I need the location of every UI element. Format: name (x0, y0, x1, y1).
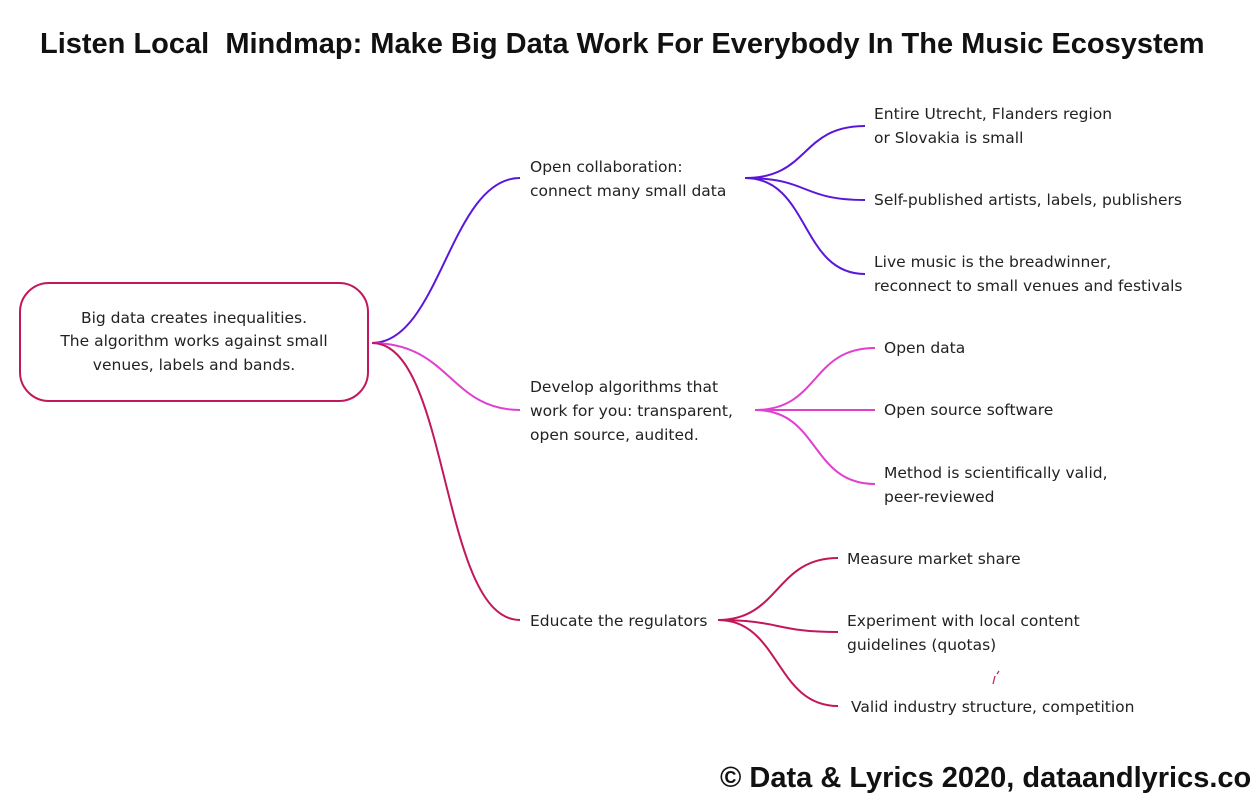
leaf-node-3-3: Valid industry structure, competition (851, 698, 1135, 716)
branch-node-3: Educate the regulators (530, 612, 708, 630)
branch-node-2: Develop algorithms that work for you: tr… (530, 378, 733, 444)
mindmap-title: Listen Local Mindmap: Make Big Data Work… (40, 28, 1205, 60)
root-node-text: Big data creates inequalities. The algor… (60, 308, 328, 374)
branch-node-1: Open collaboration: connect many small d… (530, 158, 727, 200)
root-node: Big data creates inequalities. The algor… (19, 282, 369, 402)
leaf-node-1-2: Self-published artists, labels, publishe… (874, 191, 1182, 209)
connector-branch-3-child-3 (717, 619, 839, 707)
connector-branch-1-child-2 (744, 177, 866, 201)
connector-branch-1-child-3 (744, 177, 866, 275)
connector-root-branch-1 (371, 177, 521, 344)
leaf-node-3-1: Measure market share (847, 550, 1021, 568)
connector-branch-2-child-3 (754, 409, 876, 485)
leaf-node-1-1: Entire Utrecht, Flanders region or Slova… (874, 105, 1113, 147)
connector-branch-3-child-2 (717, 619, 839, 633)
leaf-node-1-3: Live music is the breadwinner, reconnect… (874, 253, 1183, 295)
leaf-node-2-2: Open source software (884, 401, 1054, 419)
connector-root-branch-3 (371, 342, 521, 621)
connector-branch-3-child-1 (717, 557, 839, 621)
leaf-node-3-2: Experiment with local content guidelines… (847, 612, 1080, 654)
copyright-footer: © Data & Lyrics 2020, dataandlyrics.co (720, 762, 1251, 794)
leaf-node-2-3: Method is scientifically valid, peer-rev… (884, 464, 1108, 506)
connector-root-branch-2 (371, 342, 521, 411)
leaf-node-2-1: Open data (884, 339, 966, 357)
connector-branch-2-child-1 (754, 347, 876, 411)
stray-mark (992, 670, 1000, 685)
connector-branch-1-child-1 (744, 125, 866, 179)
